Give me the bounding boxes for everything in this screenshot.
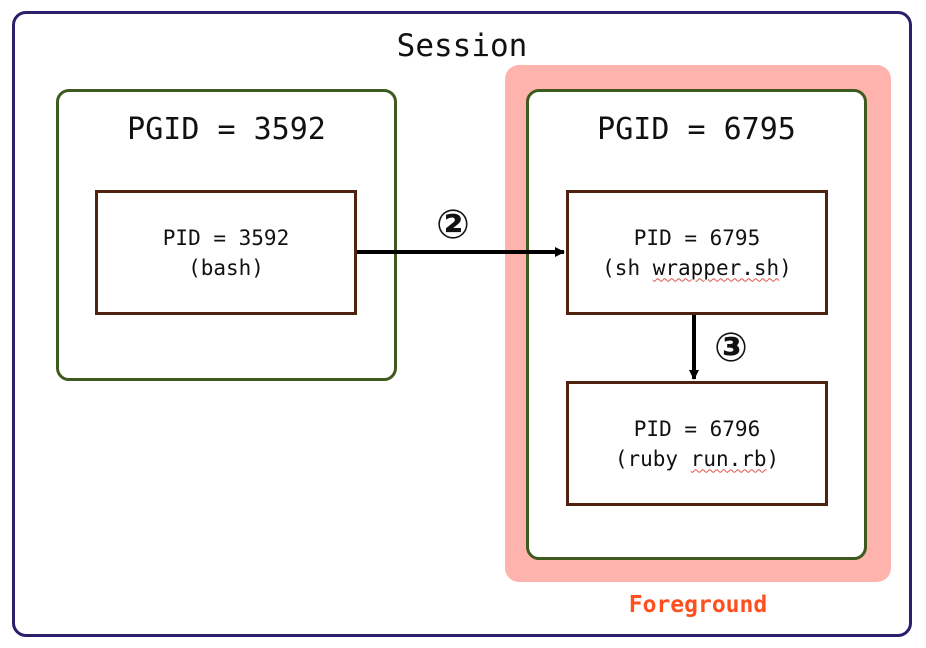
process-bash-pid: PID = 3592 — [162, 225, 290, 250]
process-wrapper-cmd-open: (sh — [602, 255, 653, 280]
process-ruby-cmd: (ruby run.rb) — [615, 444, 779, 474]
step-3-marker: ③ — [714, 325, 748, 371]
process-ruby-cmd-close: ) — [766, 446, 780, 471]
process-bash-cmd: (bash) — [188, 255, 264, 280]
process-group-title-left: PGID = 3592 — [127, 112, 326, 147]
step-2-marker: ② — [436, 202, 470, 248]
process-bash: PID = 3592 (bash) — [95, 190, 357, 315]
session-box — [12, 11, 912, 637]
process-wrapper: PID = 6795 (sh wrapper.sh) — [566, 190, 828, 315]
process-wrapper-cmd-close: ) — [779, 255, 792, 280]
process-wrapper-cmd: (sh wrapper.sh) — [602, 253, 792, 283]
process-wrapper-cmd-file: wrapper.sh — [652, 255, 780, 280]
process-wrapper-pid: PID = 6795 — [633, 225, 761, 250]
process-ruby-pid: PID = 6796 — [633, 416, 761, 441]
process-ruby-cmd-open: (ruby — [614, 446, 691, 471]
foreground-label: Foreground — [628, 592, 768, 618]
process-ruby-cmd-file: run.rb — [690, 446, 767, 471]
session-title: Session — [396, 28, 528, 64]
process-group-title-right: PGID = 6795 — [597, 112, 796, 147]
process-ruby: PID = 6796 (ruby run.rb) — [566, 381, 828, 506]
